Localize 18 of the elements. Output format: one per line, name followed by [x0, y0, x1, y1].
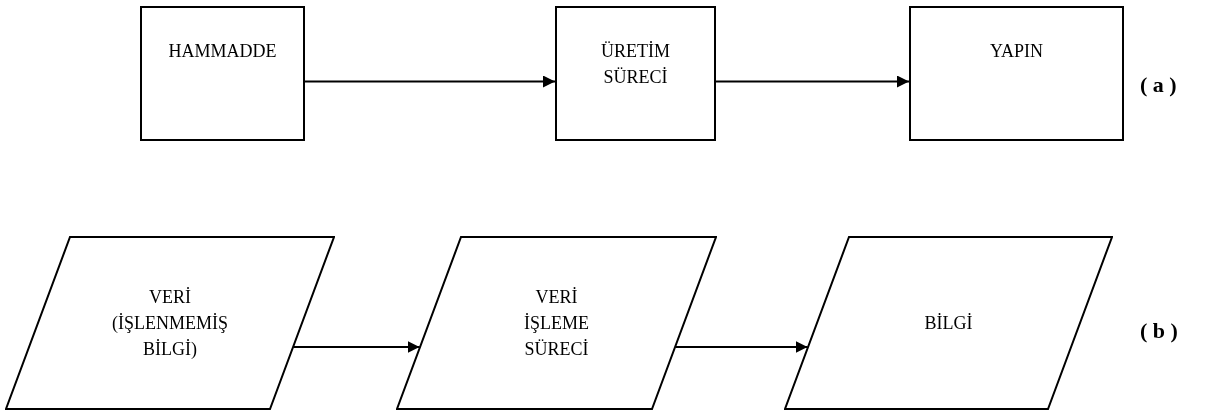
node-label: VERİ İŞLEME SÜRECİ — [523, 286, 590, 361]
node-label: HAMMADDE — [168, 40, 277, 63]
arrow — [674, 341, 809, 353]
data-parallelogram — [784, 236, 1113, 410]
node-label: YAPIN — [990, 40, 1043, 63]
node-label: VERİ (İŞLENMEMİŞ BİLGİ) — [111, 286, 229, 361]
process-box — [140, 6, 305, 141]
node-label: ÜRETİM SÜRECİ — [600, 40, 671, 89]
node-label: BİLGİ — [924, 312, 973, 335]
process-box — [909, 6, 1124, 141]
panel-label: ( a ) — [1140, 71, 1177, 99]
data-parallelogram — [396, 236, 717, 410]
panel-label: ( b ) — [1140, 317, 1178, 345]
arrow — [292, 341, 421, 353]
data-parallelogram — [5, 236, 335, 410]
arrow — [715, 75, 910, 88]
process-box — [555, 6, 716, 141]
arrow — [304, 75, 556, 88]
